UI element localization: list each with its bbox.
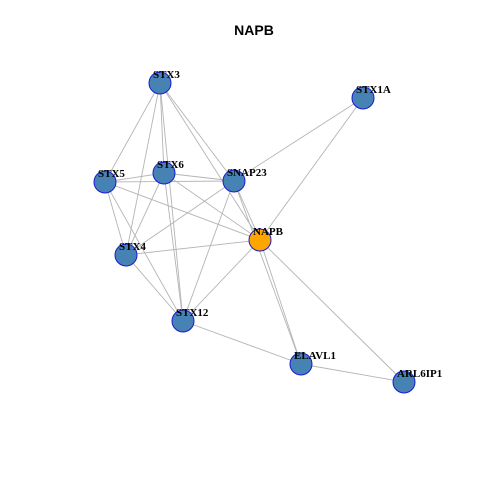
node-label: STX12	[176, 307, 209, 319]
node-arl6ip1[interactable]: ARL6IP1	[392, 368, 442, 394]
edge-stx6-snap23	[163, 172, 235, 182]
node-label: STX5	[98, 168, 125, 180]
edge-stx3-stx12	[159, 82, 184, 322]
graph-title: NAPB	[234, 22, 274, 38]
node-napb[interactable]: NAPB	[248, 226, 284, 252]
edge-stx12-elavl1	[182, 320, 302, 365]
edge-snap23-elavl1	[233, 180, 302, 365]
edge-stx5-stx12	[104, 181, 184, 322]
node-label: NAPB	[253, 226, 284, 238]
node-circle[interactable]	[289, 352, 313, 376]
node-label: ELAVL1	[294, 350, 336, 362]
edge-stx6-stx12	[163, 172, 184, 322]
edge-stx3-stx4	[125, 82, 161, 256]
node-label: STX1A	[356, 84, 391, 96]
node-circle[interactable]	[152, 161, 176, 185]
edge-napb-arl6ip1	[259, 239, 405, 383]
edge-stx3-stx5	[104, 82, 161, 183]
edge-stx4-stx12	[125, 254, 184, 322]
edge-stx3-stx6	[159, 82, 165, 174]
node-label: STX3	[153, 69, 180, 81]
node-circle[interactable]	[148, 71, 172, 95]
node-stx1a[interactable]: STX1A	[351, 84, 391, 110]
edge-stx5-stx4	[104, 181, 127, 256]
node-elavl1[interactable]: ELAVL1	[289, 350, 336, 376]
node-circle[interactable]	[248, 228, 272, 252]
node-stx12[interactable]: STX12	[171, 307, 209, 333]
edge-stx1a-snap23	[233, 97, 364, 182]
edge-stx3-snap23	[159, 82, 235, 182]
node-stx4[interactable]: STX4	[114, 241, 146, 267]
node-stx3[interactable]: STX3	[148, 69, 180, 95]
node-label: SNAP23	[227, 167, 267, 179]
node-snap23[interactable]: SNAP23	[222, 167, 267, 193]
edge-stx6-stx4	[125, 172, 165, 256]
edge-napb-stx4	[125, 239, 261, 256]
edge-elavl1-arl6ip1	[300, 363, 405, 383]
node-circle[interactable]	[392, 370, 416, 394]
edge-snap23-stx12	[182, 180, 235, 322]
node-circle[interactable]	[351, 86, 375, 110]
node-stx6[interactable]: STX6	[152, 159, 184, 185]
node-circle[interactable]	[222, 169, 246, 193]
edges-layer	[104, 82, 405, 383]
node-label: STX4	[119, 241, 146, 253]
edge-napb-elavl1	[259, 239, 302, 365]
node-circle[interactable]	[171, 309, 195, 333]
edge-stx1a-napb	[259, 97, 364, 241]
node-circle[interactable]	[93, 170, 117, 194]
node-label: STX6	[157, 159, 184, 171]
node-stx5[interactable]: STX5	[93, 168, 125, 194]
edge-napb-stx12	[182, 239, 261, 322]
edge-snap23-stx4	[125, 180, 235, 256]
edge-stx5-napb	[104, 181, 261, 241]
edge-stx6-napb	[163, 172, 261, 241]
edge-stx3-napb	[159, 82, 261, 241]
node-label: ARL6IP1	[397, 368, 442, 380]
node-circle[interactable]	[114, 243, 138, 267]
